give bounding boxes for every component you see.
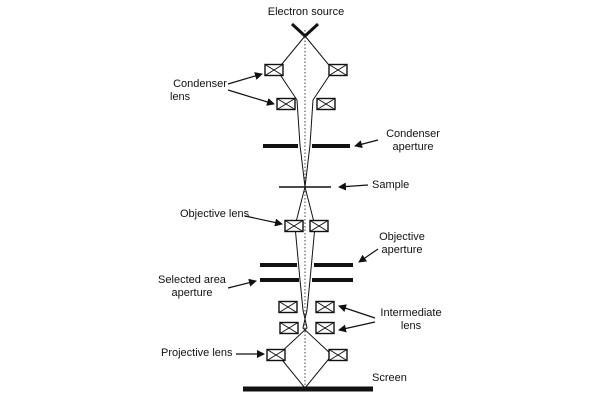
condenser-arrow-2-icon [227,89,275,106]
objective-aperture-arrow-icon [358,248,379,263]
intermediate-lens-upper-right-icon [315,300,335,314]
intermediate-arrow-1-icon [338,304,376,319]
projective-lens-left-icon [266,348,286,362]
condenser-aperture-arrow-icon [354,139,379,149]
projective-lens-right-icon [328,348,348,362]
label-screen: Screen [372,372,407,384]
selected-area-arrow-icon [227,278,257,289]
electron-source-icon [290,22,320,38]
condenser-arrow-1-icon [227,72,263,85]
intermediate-lens-upper-left-icon [278,300,298,314]
intermediate-lens-lower-right-icon [315,321,335,335]
label-sample: Sample [372,179,410,191]
label-objective-aperture: Objective aperture [379,231,425,256]
objective-lens-left-icon [284,219,304,233]
condenser-lens-upper-right-icon [328,63,348,77]
sample-arrow-icon [338,182,369,191]
label-projective-lens: Projective lens [161,347,233,359]
label-objective-lens: Objective lens [180,208,250,220]
label-condenser-aperture: Condenser aperture [386,128,440,153]
intermediate-arrow-2-icon [338,321,376,333]
label-selected-area-aperture: Selected area aperture [158,274,226,299]
leader-arrows [227,72,379,358]
condenser-lens-upper-left-icon [264,63,284,77]
intermediate-lens-lower-left-icon [279,321,299,335]
label-intermediate-lens: Intermediate lens [380,307,442,332]
condenser-lens-lower-right-icon [316,97,336,111]
condenser-lens-lower-left-icon [276,97,296,111]
objective-lens-right-icon [309,219,329,233]
label-electron-source: Electron source [267,6,345,18]
label-condenser-lens: Condenser lens [170,78,227,103]
objective-lens-arrow-icon [244,215,283,227]
